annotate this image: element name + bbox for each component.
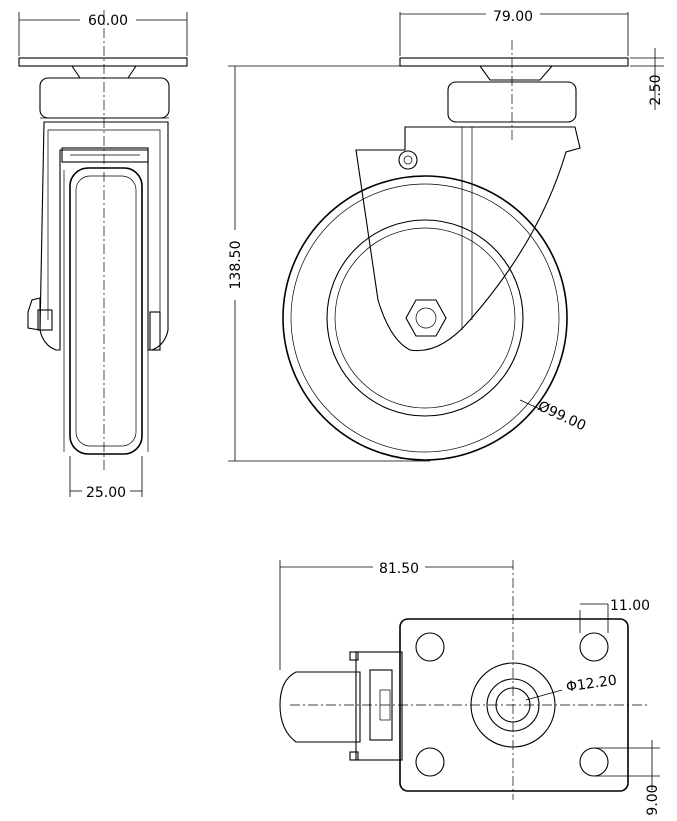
front-brake-pedal [37, 309, 53, 331]
dim-plate-thickness: 2.50 [648, 74, 664, 105]
bottom-slot-top-right [579, 632, 609, 662]
bottom-wheel [279, 671, 361, 743]
dim-top-plate-side: 79.00 [493, 9, 533, 25]
side-top-plate [399, 57, 629, 67]
dim-slot-width: 11.00 [610, 598, 650, 614]
side-fork-arm [355, 126, 581, 352]
front-wheel [69, 167, 143, 455]
dim-wheel-width: 25.00 [86, 485, 126, 501]
bottom-fork [355, 651, 403, 761]
front-axle-nut [149, 311, 161, 351]
dim-bottom-length: 81.50 [379, 561, 419, 577]
dim-slot-height: 9.00 [645, 784, 661, 815]
front-view: 60.00 25.00 [18, 10, 188, 501]
dim-top-plate-front: 60.00 [88, 13, 128, 29]
side-view: 79.00 2.50 138.50 Ø99.00 [228, 9, 664, 462]
side-axle-nut [405, 299, 447, 337]
front-top-plate [18, 57, 188, 67]
dim-overall-height: 138.50 [228, 241, 244, 290]
front-fork-bracket [61, 147, 149, 163]
side-wheel-hub [326, 219, 524, 417]
dim-wheel-diameter: Ø99.00 [535, 398, 588, 434]
bottom-view: 81.50 11.00 Φ12.20 9.00 [279, 560, 661, 816]
front-brake-lever [27, 297, 41, 331]
side-wheel-outer [282, 175, 568, 461]
bottom-slot-top-left [415, 632, 445, 662]
front-bearing-housing [39, 77, 170, 119]
dim-center-hole: Φ12.20 [565, 673, 618, 696]
side-swivel-bolt [398, 150, 418, 170]
bottom-slot-bottom-left [415, 747, 445, 777]
bottom-slot-bottom-right [579, 747, 609, 777]
side-swivel-neck [479, 65, 553, 81]
